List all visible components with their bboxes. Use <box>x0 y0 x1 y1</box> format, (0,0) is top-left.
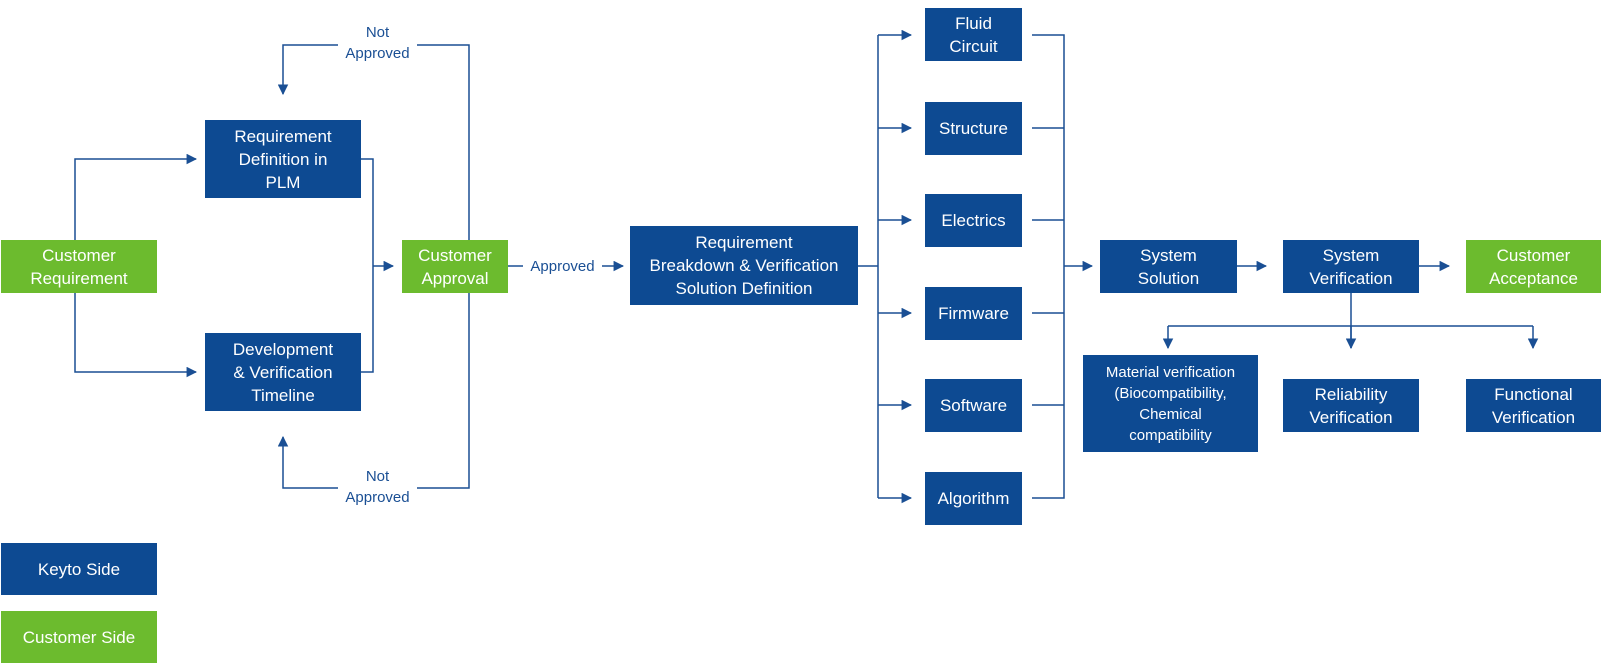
connector-custreq-to-timeline <box>74 293 198 378</box>
node-software: Software <box>925 379 1022 432</box>
node-electrics: Electrics <box>925 194 1022 247</box>
edge-label-not-approved-top: Not Approved <box>338 22 417 64</box>
node-firmware: Firmware <box>925 287 1022 340</box>
connector-reqdef-merge <box>361 158 374 373</box>
node-material-verification: Material verification (Biocompatibility,… <box>1083 355 1258 452</box>
node-functional-verification: Functional Verification <box>1466 379 1601 432</box>
connector-subsystem-bus-right <box>1032 34 1065 499</box>
node-development-timeline: Development & Verification Timeline <box>205 333 361 411</box>
node-system-solution: System Solution <box>1100 240 1237 293</box>
node-requirement-definition: Requirement Definition in PLM <box>205 120 361 198</box>
node-structure: Structure <box>925 102 1022 155</box>
connector-not-approved-top <box>283 44 470 240</box>
node-customer-acceptance: Customer Acceptance <box>1466 240 1601 293</box>
legend-keyto-side: Keyto Side <box>1 543 157 595</box>
node-fluid-circuit: Fluid Circuit <box>925 8 1022 61</box>
node-customer-approval: Customer Approval <box>402 240 508 293</box>
node-reliability-verification: Reliability Verification <box>1283 379 1419 432</box>
edge-label-approved: Approved <box>523 256 602 277</box>
legend-customer-side: Customer Side <box>1 611 157 663</box>
connector-not-approved-bottom <box>283 293 470 489</box>
node-algorithm: Algorithm <box>925 472 1022 525</box>
node-customer-requirement: Customer Requirement <box>1 240 157 293</box>
node-system-verification: System Verification <box>1283 240 1419 293</box>
connector-custreq-to-reqdef <box>74 153 198 240</box>
node-requirement-breakdown: Requirement Breakdown & Verification Sol… <box>630 226 858 305</box>
edge-label-not-approved-bottom: Not Approved <box>338 466 417 508</box>
